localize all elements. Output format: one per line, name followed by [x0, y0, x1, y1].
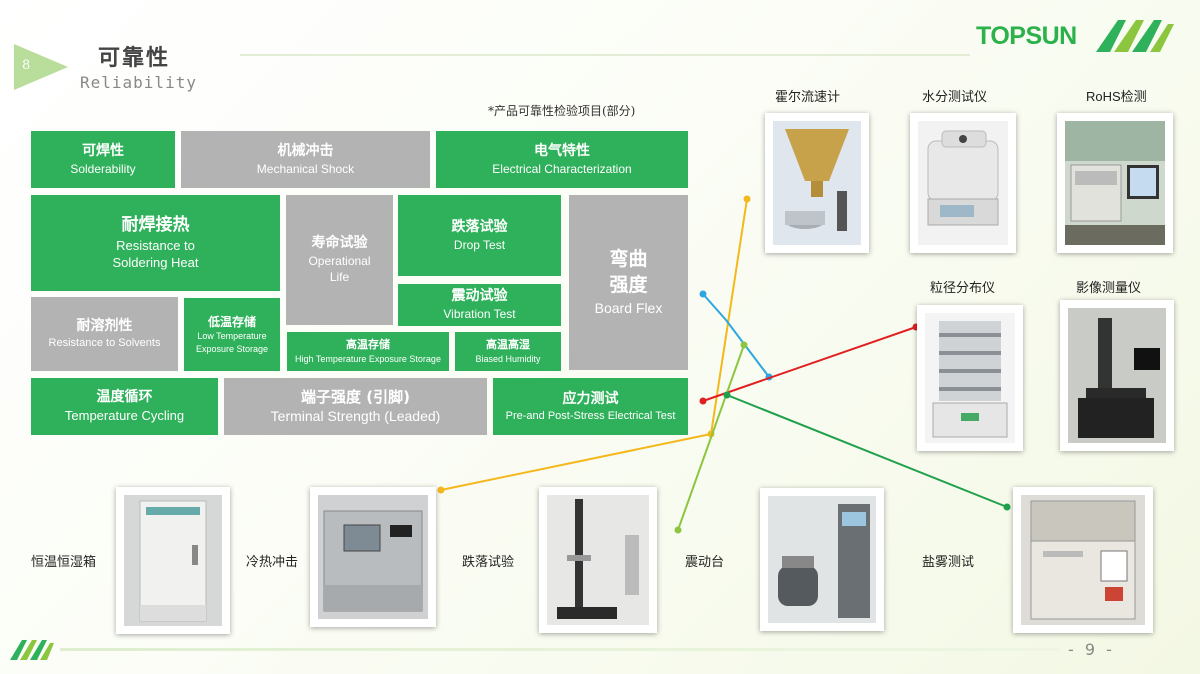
tile-biased-humidity: 高温高湿 Biased Humidity [455, 332, 561, 371]
page-badge-shape [14, 44, 68, 90]
connector-yellow-top [707, 195, 751, 438]
photo-drop-tester [539, 487, 657, 633]
page-badge-number: 8 [22, 58, 31, 73]
tile-temperature-cycling: 温度循环 Temperature Cycling [31, 378, 218, 435]
tile-solderability: 可焊性 Solderability [31, 131, 175, 188]
brand-logo-text: TOPSUN [976, 22, 1077, 50]
footer-page-number: - 9 - [1068, 640, 1115, 659]
connector-blue [699, 290, 773, 381]
page-subtitle: Reliability [80, 73, 197, 92]
connector-green [723, 391, 1011, 511]
tile-operational-life: 寿命试验 Operational Life [286, 195, 393, 325]
caption-particle-size-analyzer: 粒径分布仪 [930, 281, 996, 296]
photo-moisture-analyzer [910, 113, 1016, 253]
photo-vibration-table [760, 488, 884, 631]
tile-resistance-soldering-heat: 耐焊接热 Resistance to Soldering Heat [31, 195, 280, 291]
photo-rohs-analyzer [1057, 113, 1173, 253]
caption-thermal-shock: 冷热冲击 [246, 555, 299, 570]
header-divider [240, 54, 970, 56]
tile-terminal-strength: 端子强度 (引脚) Terminal Strength (Leaded) [224, 378, 487, 435]
tile-high-temp-storage: 高温存储 High Temperature Exposure Storage [287, 332, 449, 371]
tile-stress-electrical-test: 应力测试 Pre-and Post-Stress Electrical Test [493, 378, 688, 435]
caption-moisture-analyzer: 水分测试仪 [922, 90, 988, 105]
photo-particle-size-analyzer [917, 305, 1023, 451]
tile-vibration-test: 震动试验 Vibration Test [398, 284, 561, 326]
caption-humidity-chamber: 恒温恒湿箱 [31, 555, 97, 570]
connector-lime [674, 341, 748, 534]
brand-logo-icon [1096, 20, 1174, 52]
tile-resistance-solvents: 耐溶剂性 Resistance to Solvents [31, 297, 178, 371]
caption-vibration-table: 震动台 [685, 555, 725, 570]
caption-drop-tester: 跌落试验 [462, 555, 515, 570]
tile-electrical-characterization: 电气特性 Electrical Characterization [436, 131, 688, 188]
page-title: 可靠性 [98, 46, 171, 71]
caption-salt-spray-test: 盐雾测试 [922, 555, 975, 570]
test-items-note: *产品可靠性检验项目(部分) [488, 104, 636, 118]
photo-thermal-shock-chamber [310, 487, 436, 627]
tile-mechanical-shock: 机械冲击 Mechanical Shock [181, 131, 430, 188]
footer-divider [60, 648, 1060, 651]
photo-humidity-chamber [116, 487, 230, 634]
photo-hall-flow-meter [765, 113, 869, 253]
caption-rohs-test: RoHS检测 [1086, 89, 1147, 104]
caption-image-measuring: 影像测量仪 [1076, 281, 1142, 296]
connector-yellow-bottom [437, 433, 712, 494]
photo-salt-spray-chamber [1013, 487, 1153, 633]
tile-low-temp-storage: 低温存储 Low Temperature Exposure Storage [184, 298, 280, 371]
caption-hall-flow-meter: 霍尔流速计 [775, 90, 841, 105]
footer-logo-icon [10, 640, 54, 660]
photo-image-measuring-instrument [1060, 300, 1174, 451]
tile-board-flex: 弯曲 强度 Board Flex [569, 195, 688, 370]
tile-drop-test: 跌落试验 Drop Test [398, 195, 561, 276]
connector-red [699, 323, 920, 405]
